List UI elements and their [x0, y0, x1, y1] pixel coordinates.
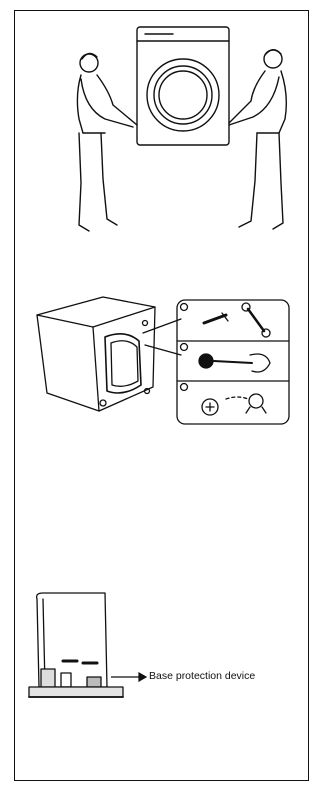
step-remove-bolts-icon	[176, 299, 290, 341]
step-hole-covers-icon	[176, 381, 290, 425]
arrow-right-icon	[111, 672, 147, 682]
base-protection-label: Base protection device	[149, 670, 255, 682]
base-protection-illustration	[23, 589, 153, 709]
manual-page-frame: Base protection device	[14, 10, 309, 781]
carry-washer-illustration	[73, 21, 295, 246]
step-pull-bolts-icon	[176, 341, 290, 381]
